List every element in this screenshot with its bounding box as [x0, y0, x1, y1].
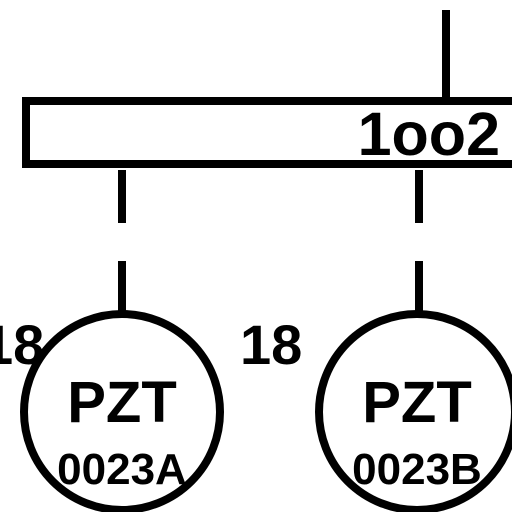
instrument-b-number: 0023B — [352, 445, 482, 494]
instrument-b-tag: PZT — [362, 370, 472, 435]
logic-block-label: 1oo2 — [358, 100, 500, 168]
instrument-a-circle — [20, 310, 224, 512]
instrument-bubble-b: PZT 0023B — [315, 310, 512, 512]
instrument-b-side-label: 18 — [240, 313, 302, 376]
instrument-a-number: 0023A — [57, 445, 187, 494]
instrument-a-tag: PZT — [67, 370, 177, 435]
logic-block — [22, 97, 512, 168]
instrument-b-circle — [315, 310, 512, 512]
instrument-bubble-a: PZT 0023A — [20, 310, 224, 512]
